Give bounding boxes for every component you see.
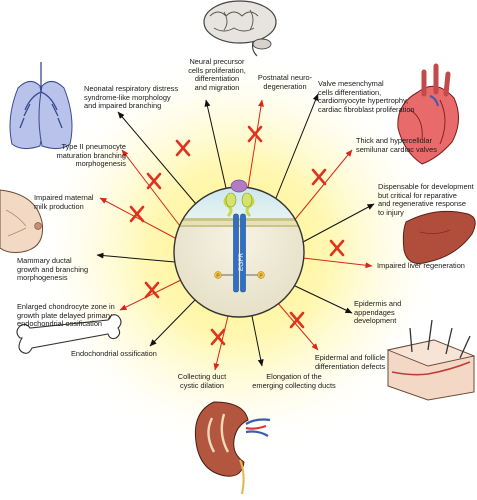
cross-impaired-milk: [129, 205, 145, 223]
label-neonatal-respiratory: Neonatal respiratory distress syndrome-l…: [84, 84, 179, 111]
cross-collecting-duct-dilation: [210, 328, 226, 346]
label-cardiac-valves: Thick and hypercellular semilunar cardia…: [356, 136, 437, 154]
label-endochondral-ossification: Endochondrial ossification: [71, 349, 157, 358]
label-mammary-ductal: Mammary ductal growth and branching morp…: [17, 256, 89, 283]
label-valve-mesenchymal: Valve mesenchymal cells differentiation,…: [318, 79, 415, 114]
arrow-valve-mesenchymal: [273, 93, 319, 204]
label-impaired-milk: Impaired maternal milk production: [34, 193, 94, 211]
egfr-receptor: [214, 179, 265, 293]
cross-enlarged-chondrocyte: [144, 281, 160, 299]
egfr-label: EGFR: [238, 253, 245, 271]
arrow-neural-precursor: [204, 99, 227, 189]
arrow-epidermis-development: [292, 284, 353, 314]
arrow-collecting-duct-elongation: [251, 315, 264, 367]
label-impaired-liver: Impaired liver regeneration: [377, 261, 465, 270]
cross-neonatal-respiratory: [175, 139, 191, 157]
arrow-postnatal-neuro: [247, 99, 264, 189]
arrow-liver-dispensable: [302, 203, 375, 243]
cross-type2-pneumocyte: [146, 172, 162, 190]
arrow-cardiac-valves: [292, 149, 353, 223]
heart-icon: [397, 63, 459, 165]
arrow-enlarged-chondrocyte: [119, 279, 182, 311]
cross-group: [129, 125, 345, 346]
arrow-impaired-liver: [302, 257, 373, 269]
bone-icon: [16, 314, 122, 354]
arrow-impaired-milk: [99, 197, 176, 239]
phospho-label-right: P: [259, 274, 263, 280]
phospho-left: [214, 271, 222, 279]
arrow-neonatal-respiratory: [117, 111, 197, 205]
arrow-mammary-ductal: [96, 252, 176, 263]
label-liver-dispensable: Dispensable for development but critical…: [378, 182, 474, 217]
arrow-epidermal-follicle: [276, 301, 319, 351]
lungs-icon: [9, 62, 73, 150]
liver-icon: [402, 210, 476, 264]
kidney-icon: [194, 401, 271, 495]
brain-icon: [203, 0, 277, 57]
skin-icon: [386, 319, 476, 401]
arrow-endochondral-ossification: [149, 299, 196, 347]
ligand-shape: [230, 179, 248, 193]
breast-icon: [0, 189, 44, 253]
label-epidermal-follicle: Epidermal and follicle differentiation d…: [314, 353, 386, 371]
cross-impaired-liver: [329, 239, 345, 257]
cross-epidermal-follicle: [289, 311, 305, 329]
label-epidermis-development: Epidermis and appendages development: [354, 299, 402, 326]
label-neural-precursor: Neural precursor cells proliferation, di…: [188, 57, 246, 92]
phospho-label-left: P: [216, 274, 220, 280]
phospho-right: [257, 271, 265, 279]
label-collecting-duct-elongation: Elongation of the emerging collecting du…: [252, 372, 336, 390]
label-type2-pneumocyte: Type II pneumocyte maturation branching …: [56, 142, 126, 169]
central-cell-circle: [173, 179, 305, 318]
label-postnatal-neuro: Postnatal neuro- degeneration: [257, 73, 313, 91]
cross-postnatal-neuro: [247, 125, 263, 143]
arrow-type2-pneumocyte: [121, 149, 181, 227]
label-enlarged-chondrocyte: Enlarged chondrocyte zone in growth plat…: [17, 302, 115, 329]
label-collecting-duct-dilation: Collecting duct cystic dilation: [177, 372, 227, 390]
cross-cardiac-valves: [311, 168, 327, 186]
